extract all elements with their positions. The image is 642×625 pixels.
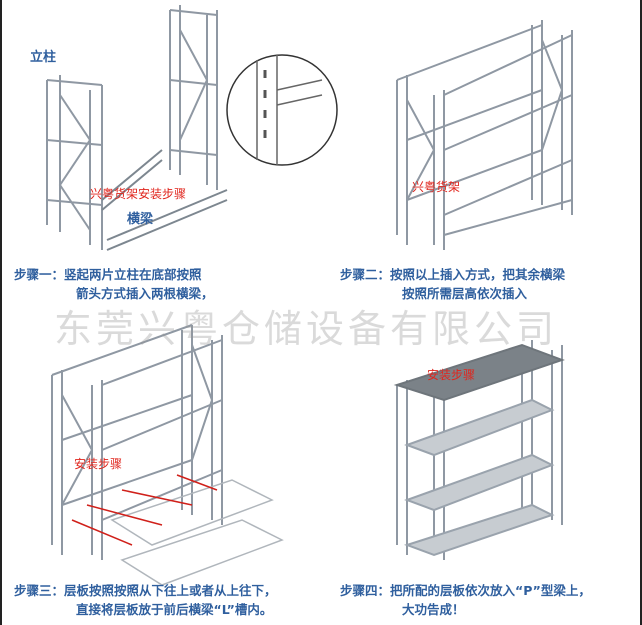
step-1-text: 步骤一：竖起两片立柱在底部按照 箭头方式插入两根横梁， — [14, 265, 214, 303]
step2-illustration — [396, 20, 573, 250]
step-line2: 按照所需层高依次插入 — [402, 286, 528, 301]
step3-illustration — [51, 324, 284, 586]
step-3-text: 步骤三：层板按照按照从下往上或者从上往下， 直接将层板放于前后横梁“L”槽内。 — [14, 581, 277, 619]
step-line2: 直接将层板放于前后横梁“L”槽内。 — [76, 602, 273, 617]
step-line1: 把所配的层板依次放入“P”型梁上， — [390, 583, 591, 598]
step-line1: 竖起两片立柱在底部按照 — [64, 267, 202, 282]
red-caption-2: 兴粤货架 — [412, 180, 461, 194]
step-prefix: 步骤四： — [340, 583, 391, 598]
red-caption-3: 安装步骤 — [74, 457, 123, 471]
step-prefix: 步骤三： — [14, 583, 65, 598]
beam-label: 横梁 — [127, 212, 154, 227]
step4-illustration — [393, 340, 565, 560]
red-caption-4: 安装步骤 — [427, 368, 476, 382]
step-2-text: 步骤二：按照以上插入方式，把其余横梁 按照所需层高依次插入 — [340, 265, 565, 303]
step-prefix: 步骤一： — [14, 267, 65, 282]
upright-label: 立柱 — [30, 50, 57, 65]
step1-illustration — [46, 5, 338, 251]
step-line2: 大功告成！ — [402, 602, 465, 617]
company-watermark: 东莞兴粤仓储设备有限公司 — [54, 307, 559, 351]
step-line2: 箭头方式插入两根横梁， — [76, 286, 214, 301]
red-caption-1: 兴粤货架安装步骤 — [90, 187, 187, 201]
step-4-text: 步骤四：把所配的层板依次放入“P”型梁上， 大功告成！ — [340, 581, 591, 619]
step-line1: 按照以上插入方式，把其余横梁 — [390, 267, 566, 282]
step-prefix: 步骤二： — [340, 267, 391, 282]
step-line1: 层板按照按照从下往上或者从上往下， — [64, 583, 277, 598]
